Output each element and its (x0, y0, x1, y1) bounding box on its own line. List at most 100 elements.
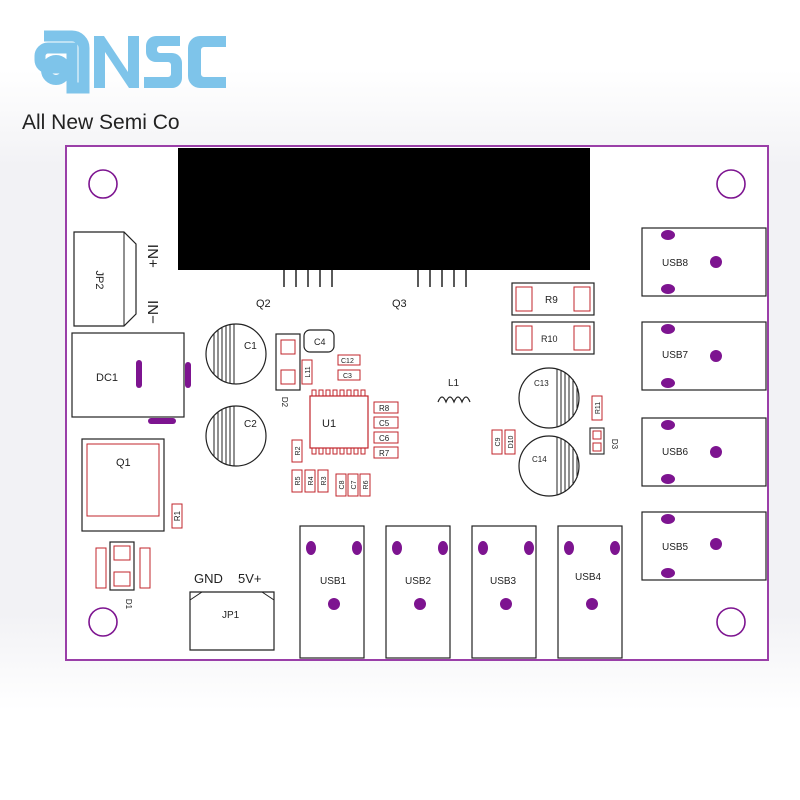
pad-dc1-a (136, 360, 142, 388)
label-r8: R8 (379, 404, 390, 413)
label-r3: R3 (321, 476, 328, 485)
resistor-r6 (359, 473, 371, 497)
label-in-plus: IN+ (144, 244, 161, 268)
usb-port-2 (385, 525, 451, 659)
resistor-r4 (304, 469, 316, 493)
capacitor-c14 (518, 435, 580, 497)
usb-port-7 (641, 321, 767, 391)
logo-letter-n (94, 36, 139, 88)
resistor-r2 (291, 439, 303, 463)
resistor-r1 (171, 503, 183, 529)
diode-d1 (109, 541, 135, 591)
label-u1: U1 (322, 418, 336, 430)
label-r10: R10 (541, 334, 558, 344)
label-d3: D3 (610, 439, 619, 450)
label-c8: C8 (339, 480, 346, 489)
label-5v: 5V+ (238, 571, 262, 586)
label-c9: C9 (495, 437, 502, 446)
label-usb1: USB1 (320, 576, 347, 587)
usb-port-8 (641, 227, 767, 297)
mounting-hole-top-left (88, 169, 118, 199)
brand-logo (34, 30, 226, 94)
label-q3: Q3 (392, 298, 407, 310)
label-d2: D2 (280, 397, 289, 408)
label-l11: L11 (305, 366, 312, 377)
label-c12: C12 (341, 358, 354, 365)
label-in-minus: IN− (144, 300, 161, 324)
logo-letter-c (188, 36, 226, 88)
label-jp1: JP1 (222, 610, 240, 621)
capacitor-c3 (337, 369, 361, 381)
heatsink (178, 148, 590, 270)
label-r6: R6 (363, 480, 370, 489)
resistor-r3 (317, 469, 329, 493)
capacitor-c4 (303, 329, 335, 353)
label-r2: R2 (295, 446, 302, 455)
usb-port-1 (299, 525, 365, 659)
usb-port-3 (471, 525, 537, 659)
resistor-r8 (373, 401, 399, 414)
label-usb3: USB3 (490, 576, 517, 587)
label-r1: R1 (173, 510, 182, 521)
mounting-hole-top-right (716, 169, 746, 199)
resistor-r5 (291, 469, 303, 493)
pad-dc1-b (185, 362, 191, 388)
label-q1: Q1 (116, 457, 131, 469)
label-gnd: GND (194, 571, 223, 586)
label-r9: R9 (545, 295, 558, 306)
label-q2: Q2 (256, 298, 271, 310)
label-usb2: USB2 (405, 576, 432, 587)
label-c3: C3 (343, 373, 352, 380)
label-usb5: USB5 (662, 542, 689, 553)
usb-port-4 (557, 525, 623, 659)
capacitor-c6 (373, 431, 399, 444)
usb-port-5 (641, 511, 767, 581)
label-c7: C7 (351, 480, 358, 489)
label-c13: C13 (534, 379, 549, 388)
inductor-l1-symbol (437, 396, 471, 404)
capacitor-c5 (373, 416, 399, 429)
label-dc1: DC1 (96, 372, 118, 384)
transistor-q1 (81, 438, 165, 532)
label-usb7: USB7 (662, 350, 689, 361)
pad-dc1-c (148, 418, 176, 424)
label-jp2: JP2 (93, 271, 105, 290)
label-c5: C5 (379, 419, 390, 428)
label-r11: R11 (595, 402, 602, 414)
label-usb8: USB8 (662, 258, 689, 269)
diode-d3 (589, 427, 605, 455)
label-usb6: USB6 (662, 447, 689, 458)
label-c2: C2 (244, 419, 257, 430)
capacitor-c8 (335, 473, 347, 497)
diode-d2 (275, 333, 301, 391)
mounting-hole-bottom-left (88, 607, 118, 637)
mounting-hole-bottom-right (716, 607, 746, 637)
resistor-r10 (511, 321, 595, 355)
label-l1: L1 (448, 378, 460, 389)
label-r5: R5 (295, 476, 302, 485)
label-c14: C14 (532, 455, 547, 464)
q1-pad-outline (86, 443, 160, 517)
resistor-r7 (373, 446, 399, 459)
resistor-r11 (591, 395, 603, 421)
label-d10: D10 (508, 435, 515, 448)
capacitor-c13 (518, 367, 580, 429)
label-usb4: USB4 (575, 572, 602, 583)
company-name: All New Semi Co (22, 111, 180, 134)
capacitor-c9 (491, 429, 503, 455)
capacitor-c2 (205, 405, 267, 467)
label-c4: C4 (314, 337, 326, 347)
label-r7: R7 (379, 449, 390, 458)
d1-pad-right (139, 547, 151, 589)
dc-jack-dc1 (71, 332, 185, 418)
label-d1: D1 (124, 599, 133, 610)
label-r4: R4 (308, 476, 315, 485)
connector-jp1 (189, 591, 275, 651)
capacitor-c1 (205, 323, 267, 385)
inductor-l11 (301, 359, 313, 385)
logo-letter-s (144, 36, 182, 88)
capacitor-c7 (347, 473, 359, 497)
diode-d10 (504, 429, 516, 455)
label-c1: C1 (244, 341, 257, 352)
